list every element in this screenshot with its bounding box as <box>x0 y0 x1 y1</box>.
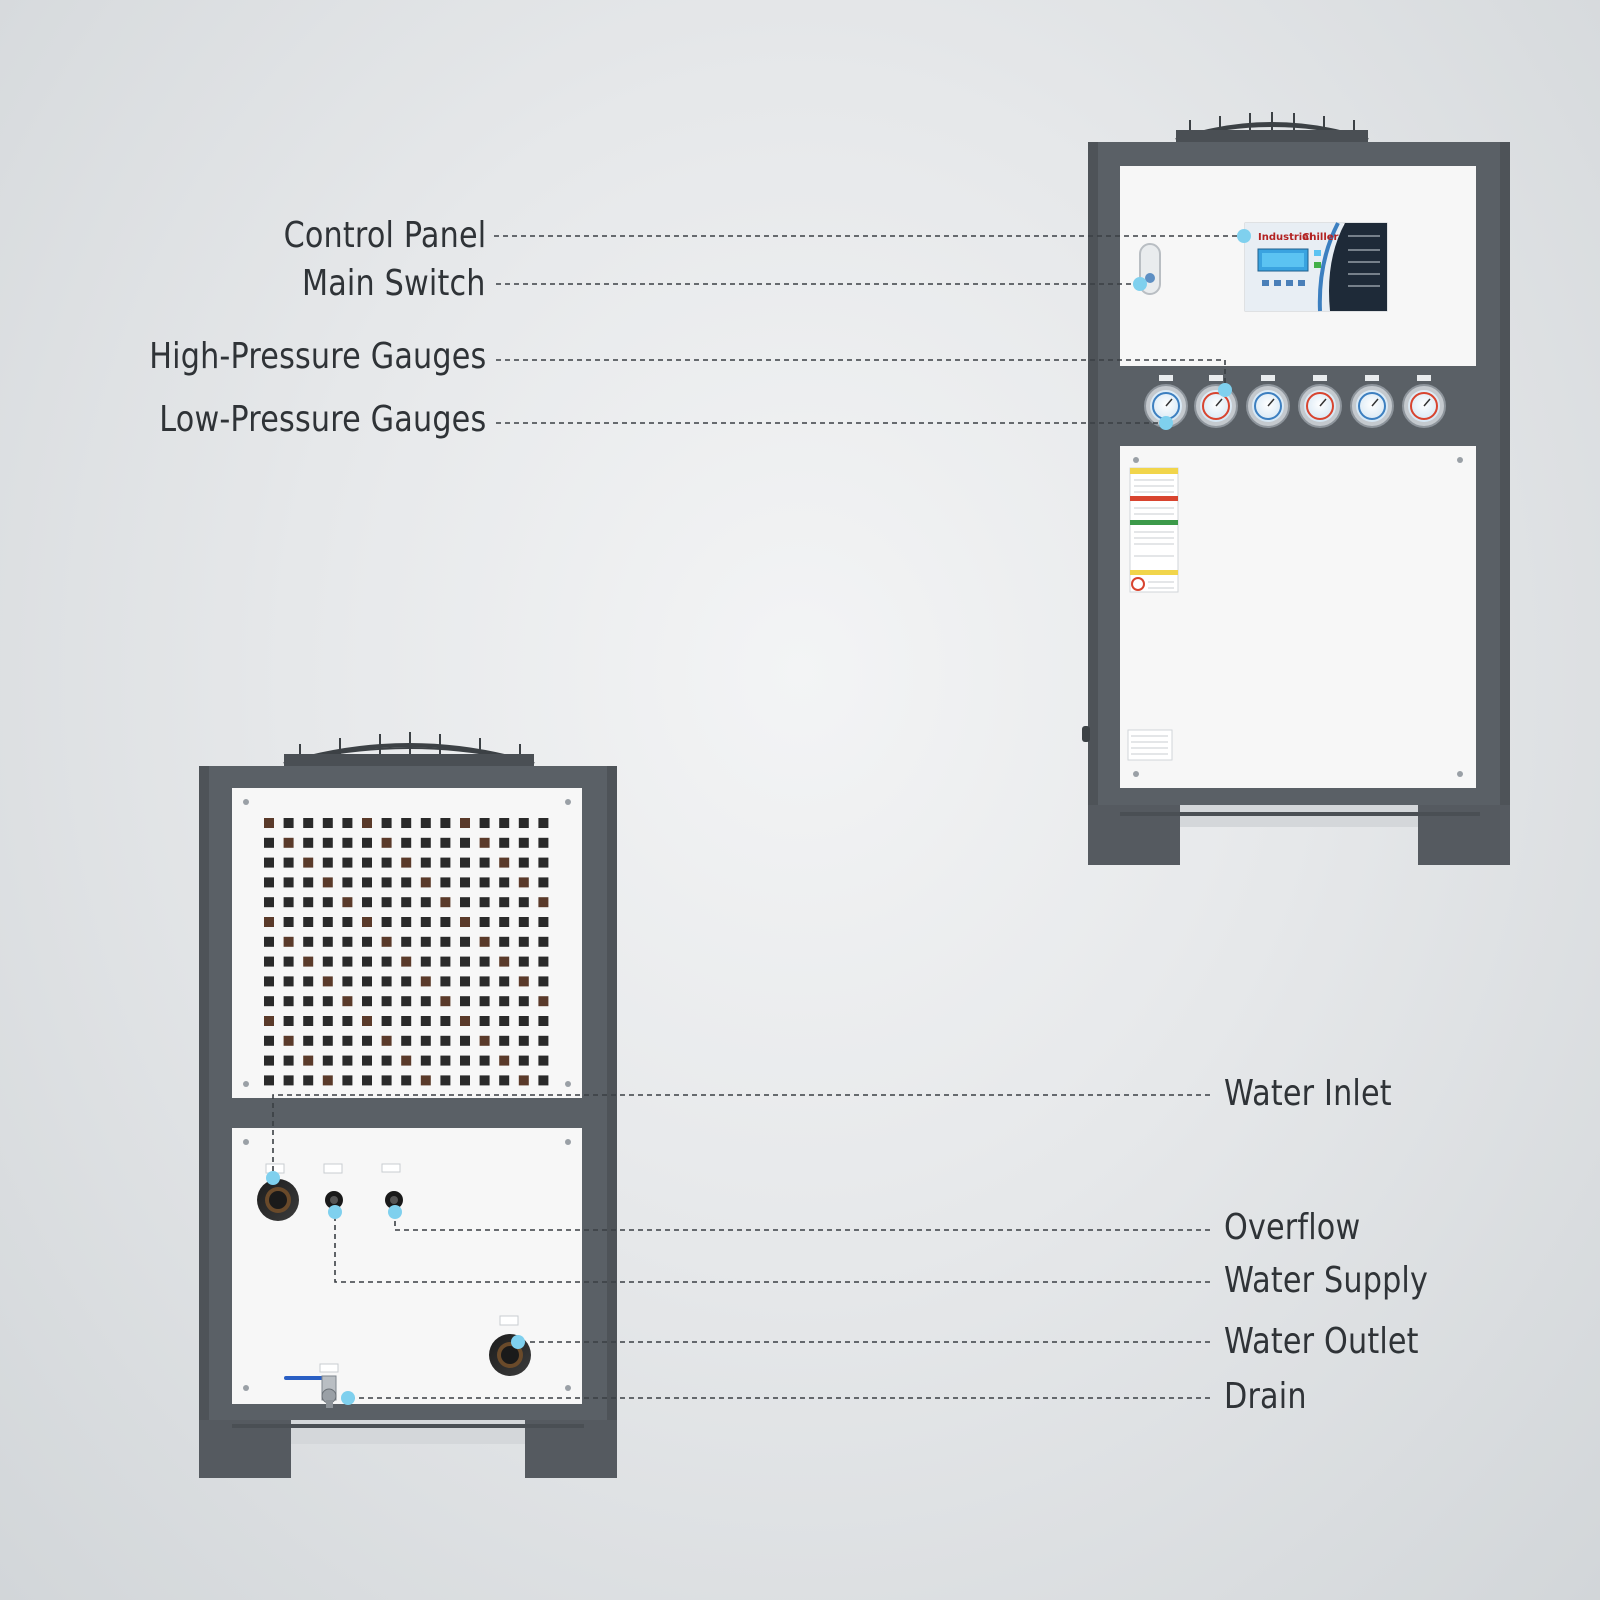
leader-high-pressure <box>496 359 1226 388</box>
nameplate-sticker <box>1127 729 1173 761</box>
dot-drain <box>341 1391 355 1405</box>
dot-water-outlet <box>511 1335 525 1349</box>
dot-main-switch <box>1133 277 1147 291</box>
label-water-inlet: Water Inlet <box>1224 1073 1392 1114</box>
leader-water-supply <box>334 1212 1210 1283</box>
control-panel-title-left: Industrial <box>1258 232 1312 243</box>
rear-unit <box>199 732 617 1478</box>
label-high-pressure-gauges: High-Pressure Gauges <box>148 336 486 377</box>
warning-sticker <box>1129 467 1179 593</box>
label-drain: Drain <box>1224 1376 1307 1417</box>
water-supply-port <box>325 1191 343 1209</box>
fan-guard-rear <box>283 732 535 766</box>
dot-control-panel <box>1237 229 1251 243</box>
dot-overflow <box>388 1205 402 1219</box>
control-panel-display: Industrial Chiller <box>1244 222 1388 312</box>
front-lower-panel <box>1120 446 1476 788</box>
label-water-supply: Water Supply <box>1224 1260 1429 1301</box>
low-pressure-gauge <box>1350 375 1394 428</box>
high-pressure-gauge <box>1298 375 1342 428</box>
fan-guard-front <box>1175 112 1369 142</box>
dot-low-pressure <box>1159 416 1173 430</box>
low-pressure-gauge <box>1144 375 1188 428</box>
pressure-gauge-row <box>1144 375 1446 428</box>
leader-overflow <box>394 1212 1210 1231</box>
dot-water-supply <box>328 1205 342 1219</box>
label-low-pressure-gauges: Low-Pressure Gauges <box>158 399 486 440</box>
low-pressure-gauge <box>1246 375 1290 428</box>
label-main-switch: Main Switch <box>302 263 486 304</box>
rear-leg-right <box>525 1420 617 1478</box>
water-inlet-pipe <box>257 1179 299 1221</box>
label-water-outlet: Water Outlet <box>1224 1321 1419 1362</box>
condenser-grille <box>264 818 549 1086</box>
drain-valve <box>284 1375 337 1408</box>
label-control-panel: Control Panel <box>283 215 486 256</box>
control-panel-title-right: Chiller <box>1302 232 1339 243</box>
leader-water-inlet <box>272 1094 1210 1178</box>
dot-high-pressure <box>1218 383 1232 397</box>
overflow-port <box>385 1191 403 1209</box>
leader-lines <box>272 235 1244 1399</box>
high-pressure-gauge <box>1402 375 1446 428</box>
label-overflow: Overflow <box>1224 1207 1361 1248</box>
callout-dots <box>266 229 1251 1405</box>
dot-water-inlet <box>266 1171 280 1185</box>
front-unit: Industrial Chiller <box>1082 112 1510 865</box>
rear-leg-left <box>199 1420 291 1478</box>
